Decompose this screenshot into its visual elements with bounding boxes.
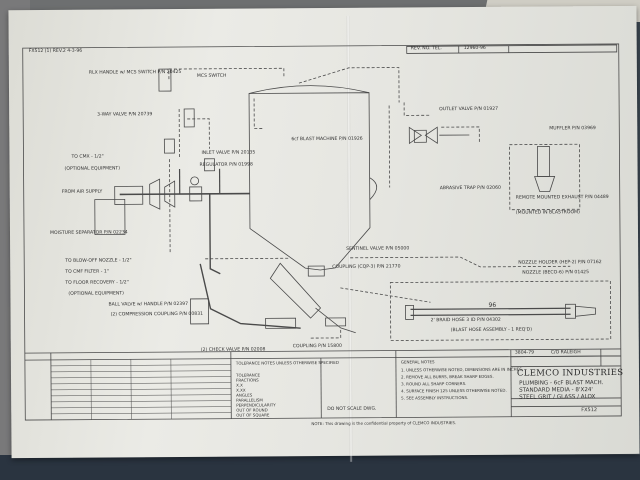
label-to-cmx: TO CMX - 1/2" [71, 154, 104, 160]
label-hose-length: 96 [488, 301, 497, 309]
company-name: CLEMCO INDUSTRIES [516, 367, 624, 379]
label-nozzle: NOZZLE (BECO-6) P/N 01425 [522, 270, 590, 276]
drawing-number: 3804-79 [514, 350, 535, 356]
general-note: 2. REMOVE ALL BURRS, BREAK SHARP EDGES. [400, 373, 494, 380]
title-line: PLUMBING - 6cF BLAST MACH. [519, 380, 604, 387]
title-line: STANDARD MEDIA - 8'X24' [519, 387, 593, 394]
label-remote-exhaust: REMOTE MOUNTED EXHAUST P/N 04489 [515, 195, 609, 201]
blast-hose-assembly-box [389, 280, 612, 341]
label-check-valve: (2) CHECK VALVE P/N 02008 [200, 347, 266, 353]
tolerance-row: OUT OF SQUARE [236, 412, 270, 418]
label-blast-hose-assembly: (BLAST HOSE ASSEMBLY - 1 REQ'D) [450, 327, 533, 334]
schematic-drawing [22, 43, 622, 421]
rev-label: REV. NO. TEL. [410, 46, 442, 52]
label-blast-machine: 6cf BLAST MACHINE P/N 01926 [291, 136, 363, 143]
customer: C/O RALEIGH [550, 350, 581, 356]
label-three-way-valve: 3-WAY VALVE P/N 20739 [97, 112, 153, 118]
label-sentinel-valve: SENTINEL VALVE P/N 05000 [346, 246, 410, 252]
title-line: STEEL GRIT / GLASS / ALOX [519, 394, 596, 401]
drawing-sheet: FX512 (1) REV.2 4-3-96 REV. NO. TEL. 129… [8, 5, 640, 462]
general-note: 5. SEE ASSEMBLY INSTRUCTIONS. [401, 394, 469, 401]
drawing-border [22, 43, 622, 421]
label-ball-valve: BALL VALVE w/ HANDLE P/N 02397 [108, 301, 189, 308]
label-inlet-valve: INLET VALVE P/N 20135 [201, 150, 256, 156]
label-blast-hose: 2' BRAID HOSE 3 ID P/N 04302 [430, 317, 501, 324]
general-note: 4. SURFACE FINISH 125 UNLESS OTHERWISE N… [401, 387, 507, 394]
blast-machine-tank [248, 92, 371, 271]
dwg-number: FX512 [581, 407, 598, 414]
label-rlx-handle: RLX HANDLE w/ MCS SWITCH P/N 20425 [88, 69, 182, 76]
label-nozzle-holder: NOZZLE HOLDER (HEP-2) P/N 07162 [518, 260, 602, 266]
label-to-cmf-filter: TO CMF FILTER - 1" [65, 269, 109, 275]
label-mcs-switch: MCS SWITCH [196, 73, 227, 79]
general-note: 3. ROUND ALL SHARP CORNERS. [401, 381, 467, 387]
label-compression-coupling: (2) COMPRESSION COUPLING P/N 00831 [110, 311, 204, 318]
general-note: 1. UNLESS OTHERWISE NOTED, DIMENSIONS AR… [400, 366, 524, 373]
label-to-floor-recovery: TO FLOOR RECOVERY - 1/2" [65, 280, 129, 286]
tolerance-title: TOLERANCE NOTES UNLESS OTHERWISE SPECIFI… [235, 359, 339, 366]
label-to-blow-off: TO BLOW-OFF NOZZLE - 1/2" [65, 258, 132, 264]
do-not-scale-note: DO NOT SCALE DWG. [327, 406, 377, 412]
label-regulator: REGULATOR P/N 01998 [199, 162, 253, 168]
label-mounted-in-blastroom: (MOUNTED IN BLASTROOM) [515, 210, 580, 216]
label-coupling-cqp: COUPLING (CQP-3) P/N 21770 [332, 264, 401, 270]
remote-exhaust-box [508, 143, 581, 211]
label-abrasive-trap: ABRASIVE TRAP P/N 02060 [439, 185, 501, 192]
label-coupling-bottom: COUPLING P/N 15800 [292, 343, 342, 350]
label-outlet-valve: OUTLET VALVE P/N 01927 [439, 106, 499, 113]
label-moisture-separator: MOISTURE SEPARATOR P/N 02234 [49, 230, 128, 236]
label-optional-equipment-1: (OPTIONAL EQUIPMENT) [64, 166, 121, 172]
label-from-air-supply: FROM AIR SUPPLY [61, 189, 103, 195]
sheet-reference: FX512 (1) REV.2 4-3-96 [28, 48, 83, 55]
rev-value: 12960-96 [463, 45, 486, 52]
label-optional-equipment-2: (OPTIONAL EQUIPMENT) [68, 291, 124, 297]
desk-surface-bottom [0, 455, 640, 480]
label-muffler: MUFFLER P/N 03969 [549, 126, 596, 132]
general-notes-title: GENERAL NOTES [400, 359, 435, 365]
sentinel-valve-body [269, 262, 322, 319]
